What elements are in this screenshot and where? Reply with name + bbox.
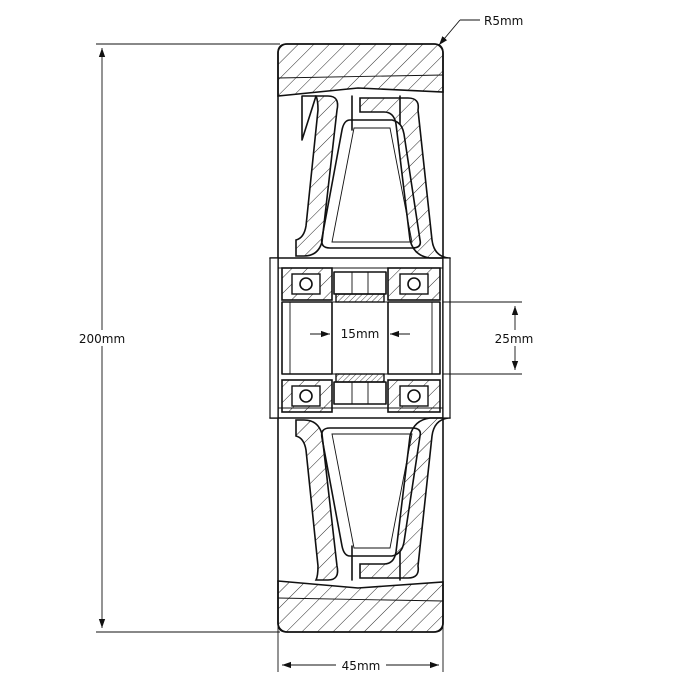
bearing-lower-left <box>281 379 333 413</box>
dimension-height: 200mm <box>74 43 280 633</box>
radius-label: R5mm <box>484 14 523 28</box>
dimension-hub: 15mm <box>310 318 410 350</box>
web-lower <box>295 417 449 581</box>
dimension-width: 45mm <box>277 420 444 673</box>
radius-callout: R5mm <box>438 14 523 46</box>
tread-bottom <box>277 580 444 633</box>
bearing-lower-right <box>387 379 441 413</box>
web-upper <box>295 95 449 259</box>
spacer-tube <box>333 271 387 405</box>
bore-label: 25mm <box>495 332 534 346</box>
tread-top <box>277 43 444 97</box>
bearing-upper-right <box>387 267 441 301</box>
hub-assembly <box>269 257 451 419</box>
hub-label: 15mm <box>341 327 380 341</box>
bearing-upper-left <box>281 267 333 301</box>
width-label: 45mm <box>342 659 381 673</box>
dimension-bore: 25mm <box>443 301 540 375</box>
height-label: 200mm <box>79 332 125 346</box>
